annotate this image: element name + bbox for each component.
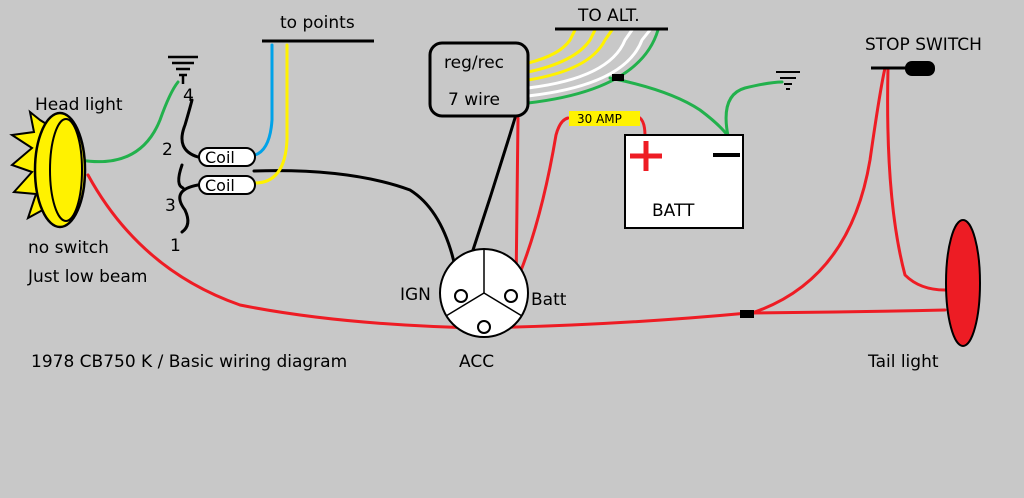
headlight-rim	[49, 118, 83, 222]
ground-symbol-headlight	[168, 55, 198, 84]
coil-wire-number-4: 4	[183, 86, 194, 106]
no-switch-label: no switch	[28, 238, 109, 258]
wire-red-regrec-batt	[514, 116, 520, 292]
acc-terminal	[477, 320, 491, 334]
coil-wire-number-3: 3	[165, 196, 176, 216]
low-beam-label: Just low beam	[27, 267, 147, 287]
wire-black-coil-3	[178, 183, 200, 234]
wire-yellow-points	[253, 43, 289, 185]
wire-white-alt-2	[526, 28, 652, 98]
battery	[624, 134, 744, 229]
wire-black-coil-1	[177, 163, 185, 190]
ign-label: IGN	[400, 285, 431, 305]
wire-black-coil-ign	[252, 169, 462, 297]
fuse-label: 30 AMP	[577, 112, 622, 126]
coil-bottom-label: Coil	[205, 176, 235, 195]
wire-red-stopswitch-tail	[886, 66, 947, 292]
battery-plus-icon	[630, 141, 662, 171]
coil-wire-number-1: 1	[170, 236, 181, 256]
regrec-label-line2: 7 wire	[448, 90, 500, 110]
acc-label: ACC	[459, 352, 494, 372]
coil-wire-number-2: 2	[162, 140, 173, 160]
to-points-label: to points	[280, 13, 355, 33]
wire-red-junction-stopswitch	[750, 66, 887, 315]
wire-black-coil-2	[180, 98, 200, 159]
tail-junction-connector	[740, 310, 754, 318]
stop-switch-label: STOP SWITCH	[865, 35, 982, 55]
headlight	[9, 109, 87, 229]
headlight-label: Head light	[35, 95, 123, 115]
regrec-box	[428, 41, 530, 118]
wire-red-headlight-tail	[86, 173, 750, 330]
stop-switch	[871, 61, 935, 76]
battery-label: BATT	[652, 201, 695, 221]
wire-green-regrec-batt	[608, 76, 730, 138]
wire-blue-points	[253, 43, 274, 157]
batt-terminal-label: Batt	[531, 290, 567, 310]
ign-terminal	[454, 289, 468, 303]
headlight-lens	[33, 111, 87, 229]
batt-terminal	[504, 289, 518, 303]
wire-yellow-alt-3	[526, 28, 614, 82]
tail-light-label: Tail light	[867, 352, 939, 372]
fuse-30-amp	[569, 111, 640, 126]
wire-green-batt-ground	[724, 80, 784, 138]
wire-yellow-alt-1	[526, 28, 577, 65]
to-alt-label: TO ALT.	[577, 6, 640, 26]
wire-red-fuse-battplus	[638, 116, 647, 138]
wire-white-alt-1	[526, 28, 634, 90]
alt-connector	[612, 74, 624, 81]
wire-red-fuse-battterm	[510, 116, 570, 294]
diagram-title: 1978 CB750 K / Basic wiring diagram	[31, 352, 347, 372]
coil-top-label: Coil	[205, 148, 235, 167]
regrec-label-line1: reg/rec	[444, 53, 504, 73]
coil-bottom: Coil	[198, 175, 256, 195]
wire-red-junction-tail	[750, 308, 947, 315]
wire-green-headlight-ground	[78, 80, 180, 164]
coil-top: Coil	[198, 147, 256, 167]
ignition-switch	[439, 248, 529, 338]
ground-symbol-battery	[776, 71, 800, 90]
wire-yellow-alt-2	[526, 28, 597, 74]
tail-light	[945, 219, 981, 347]
